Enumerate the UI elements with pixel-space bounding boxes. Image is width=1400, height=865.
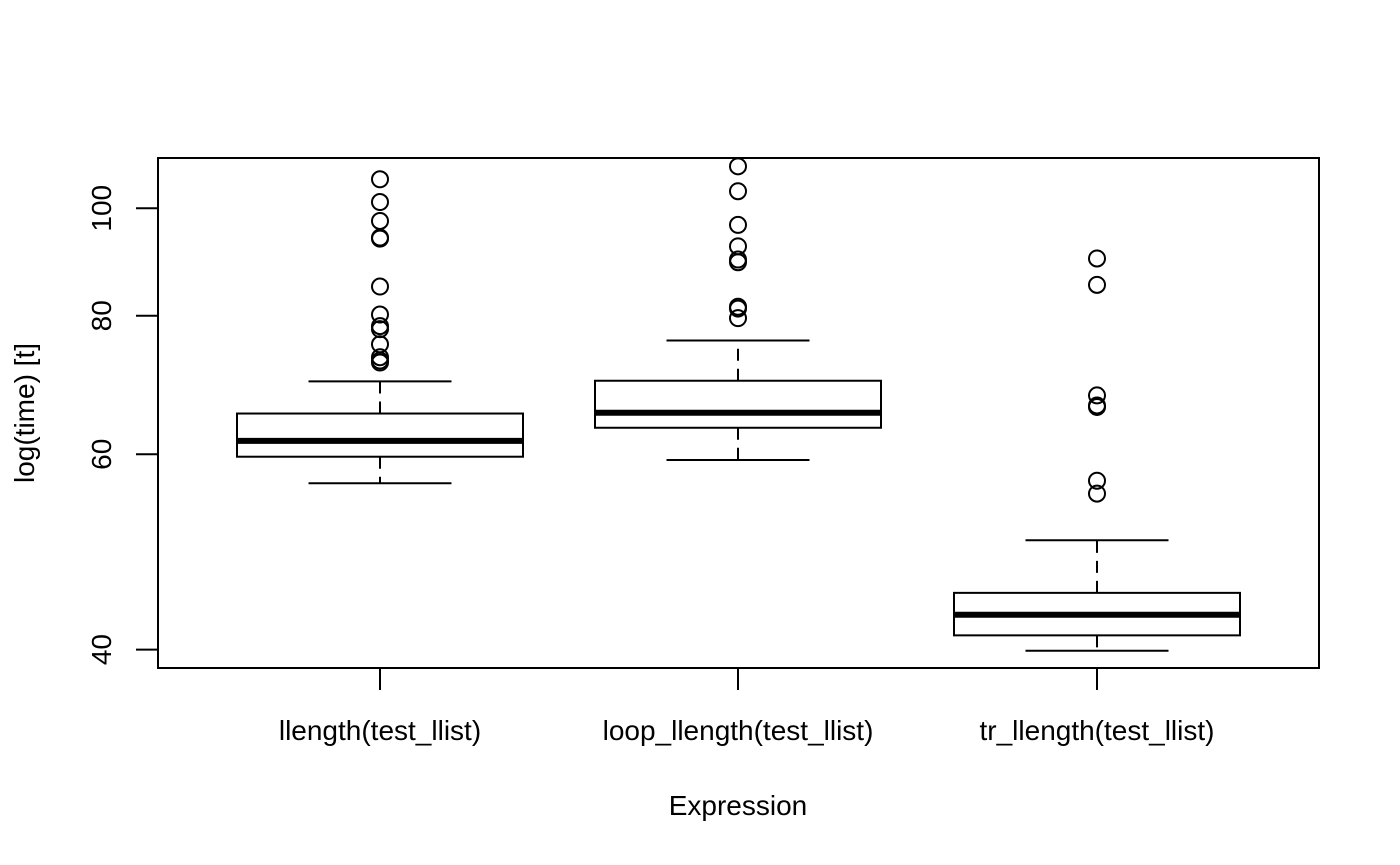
box-iqr	[236, 412, 524, 458]
outlier-point	[729, 309, 747, 328]
y-tick-label: 80	[86, 300, 117, 331]
boxes-group	[236, 157, 1241, 652]
outlier-point	[729, 253, 747, 272]
outlier-point	[1088, 397, 1106, 416]
x-axis-title: Expression	[669, 790, 808, 821]
y-tick-label: 40	[86, 634, 117, 665]
outlier-point	[1088, 471, 1106, 490]
x-tick-label: loop_llength(test_llist)	[603, 715, 874, 746]
outlier-point	[371, 193, 389, 212]
x-tick-label: tr_llength(test_llist)	[980, 715, 1215, 746]
outlier-point	[729, 215, 747, 234]
outlier-point	[1088, 386, 1106, 405]
outlier-point	[371, 211, 389, 230]
outlier-point	[371, 229, 389, 248]
box-3	[953, 249, 1241, 652]
outlier-point	[729, 157, 747, 176]
outlier-point	[1088, 249, 1106, 268]
outlier-point	[371, 277, 389, 296]
x-tick-label: llength(test_llist)	[279, 715, 481, 746]
box-iqr	[594, 379, 882, 429]
y-axis: 40 60 80 100	[86, 185, 158, 665]
outlier-point	[1088, 275, 1106, 294]
outlier-point	[371, 353, 389, 372]
x-axis: llength(test_llist) loop_llength(test_lli…	[279, 668, 1215, 746]
outlier-point	[729, 299, 747, 318]
box-2	[594, 157, 882, 461]
y-axis-title: log(time) [t]	[9, 343, 40, 483]
outlier-point	[371, 170, 389, 189]
outlier-point	[1088, 484, 1106, 503]
y-tick-label: 60	[86, 439, 117, 470]
box-1	[236, 170, 524, 485]
outlier-point	[371, 305, 389, 324]
y-tick-label: 100	[86, 185, 117, 232]
outlier-point	[729, 182, 747, 201]
